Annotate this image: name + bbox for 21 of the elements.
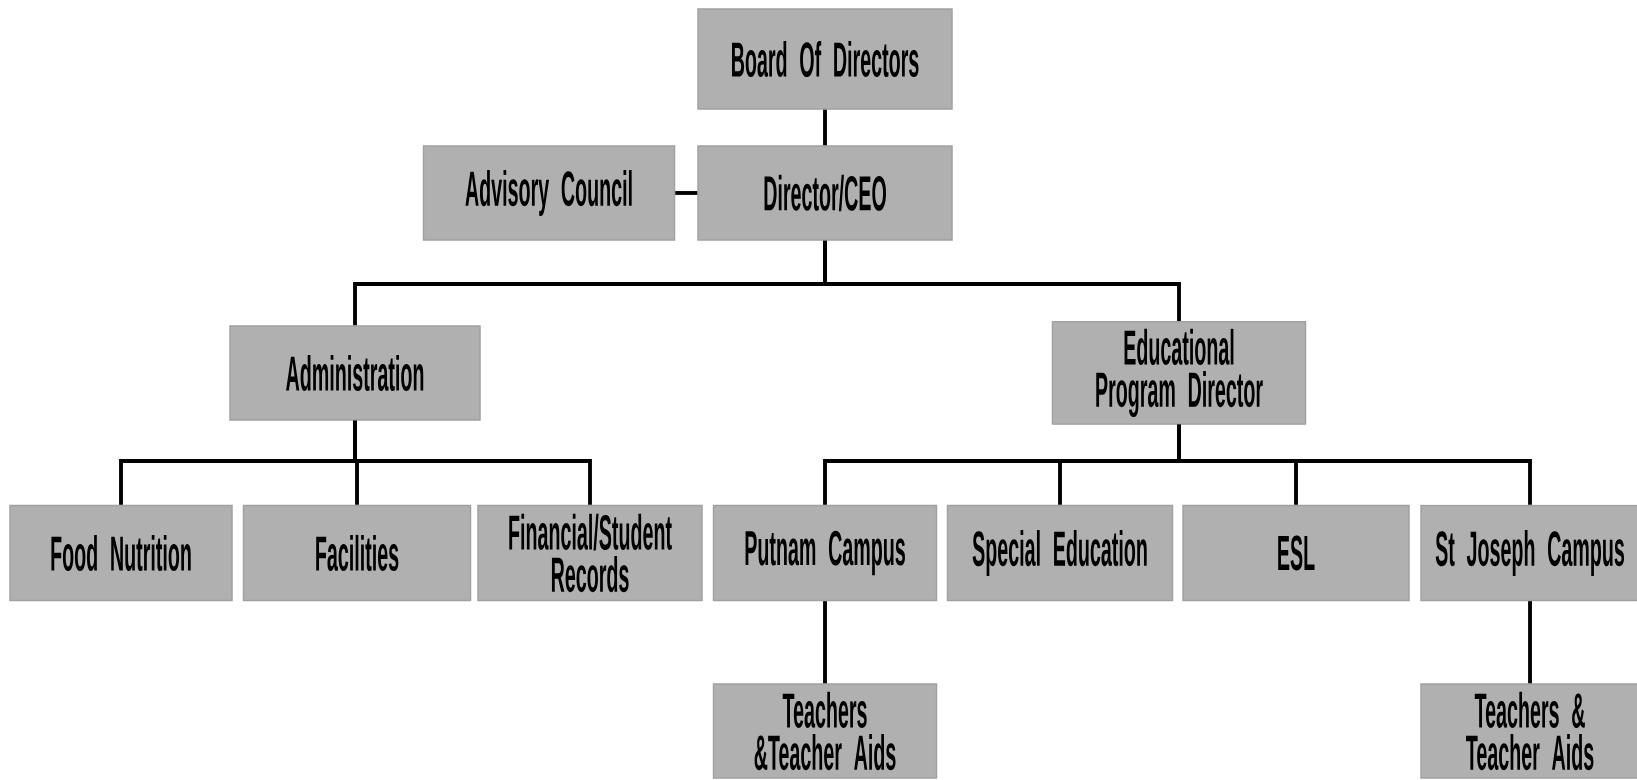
org-box: Director/CEO xyxy=(697,145,953,241)
org-box: Putnam Campus xyxy=(712,504,938,602)
org-box: Advisory Council xyxy=(422,145,676,241)
org-box: Financial/Student Records xyxy=(477,504,703,602)
org-box: Educational Program Director xyxy=(1051,321,1307,425)
org-box: Special Education xyxy=(946,504,1174,602)
org-box: Board Of Directors xyxy=(697,8,953,110)
connector-line xyxy=(675,191,698,195)
org-box: ESL xyxy=(1182,504,1410,602)
connector-line xyxy=(823,240,1181,322)
connector-line xyxy=(1177,424,1532,505)
org-box: Facilities xyxy=(242,504,472,602)
connector-line xyxy=(823,109,827,146)
org-box: Teachers &Teacher Aids xyxy=(712,683,938,779)
connector-line xyxy=(353,420,592,505)
connector-line xyxy=(1528,601,1532,684)
org-box: Administration xyxy=(229,325,481,421)
org-box: St Joseph Campus xyxy=(1420,504,1637,602)
org-box: Teachers & Teacher Aids xyxy=(1420,683,1637,779)
org-box: Food Nutrition xyxy=(9,504,233,602)
connector-line xyxy=(823,601,827,684)
